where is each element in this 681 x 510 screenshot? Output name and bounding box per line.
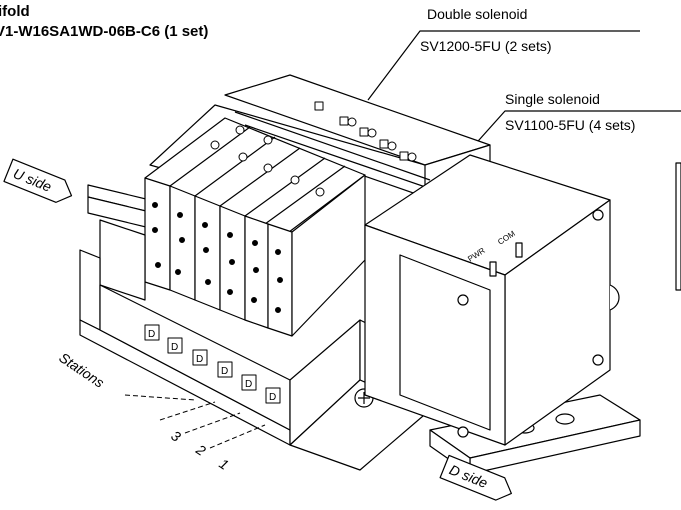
din-rail-left [87,184,151,229]
double-solenoid-label: Double solenoid [427,6,528,22]
station-number-3: 3 [168,427,184,445]
valve-front-faces [144,174,366,337]
connector-housing [364,154,620,446]
station-mark: D [245,379,252,390]
station-mark: D [269,392,276,403]
stations-label: Stations [56,349,107,391]
double-solenoid-part: SV1200-5FU (2 sets) [420,38,552,54]
u-side-tag: U side [3,158,73,203]
station-number-2: 2 [192,441,208,459]
manifold-title: ifold [0,3,30,20]
din-rail-right [429,394,641,475]
station-mark: D [221,366,228,377]
title-block: ifold V1-W16SA1WD-06B-C6 (1 set) [0,2,208,42]
station-mark: D [148,329,155,340]
station-leaders [124,394,266,449]
single-solenoid-label: Single solenoid [505,91,600,107]
station-mark: D [171,342,178,353]
right-edge-frame [675,162,681,291]
single-solenoid-part: SV1100-5FU (4 sets) [505,117,636,133]
station-number-1: 1 [216,455,231,473]
valve-stack-top [144,117,366,236]
manifold-part-number: V1-W16SA1WD-06B-C6 (1 set) [0,23,209,40]
station-mark: D [196,354,203,365]
